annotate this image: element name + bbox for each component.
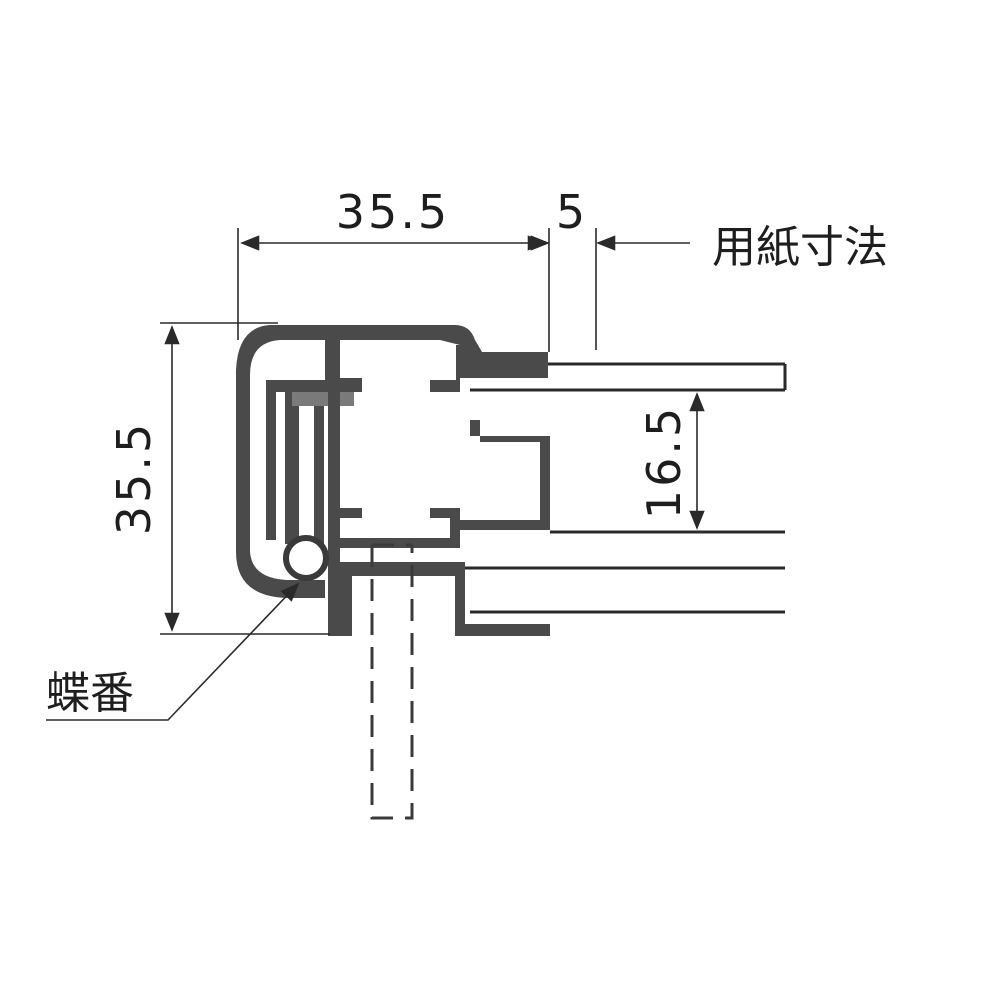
front-inner-wall-2 [285, 384, 299, 544]
hinge-callout: 蝶番 [46, 582, 300, 721]
gasket [292, 392, 354, 406]
frame-profile [236, 325, 787, 636]
width-dimension: 35.5 [237, 185, 550, 352]
hinge-pin [283, 535, 329, 581]
front-shell [236, 325, 548, 598]
center-wall [328, 340, 340, 610]
offset-dimension: 5 [530, 185, 690, 350]
inner-dimension: 16.5 [637, 392, 705, 530]
offset-dimension-label: 5 [556, 185, 588, 239]
center-flange-bottom [340, 508, 362, 518]
back-channel [430, 345, 548, 392]
center-flange-top [340, 378, 362, 388]
front-inner-wall-3 [314, 404, 324, 544]
width-dimension-label: 35.5 [336, 185, 450, 239]
paper-size-label: 用紙寸法 [712, 222, 888, 273]
hinge-leader-line [46, 582, 300, 721]
back-channel-lower [340, 420, 550, 548]
height-dimension-label: 35.5 [107, 421, 161, 535]
height-dimension: 35.5 [107, 322, 330, 635]
hinge-label: 蝶番 [46, 668, 134, 719]
inner-dimension-label: 16.5 [637, 405, 691, 519]
front-inner-wall [266, 384, 276, 540]
bottom-lip [328, 562, 550, 636]
hidden-bracket [370, 543, 414, 820]
